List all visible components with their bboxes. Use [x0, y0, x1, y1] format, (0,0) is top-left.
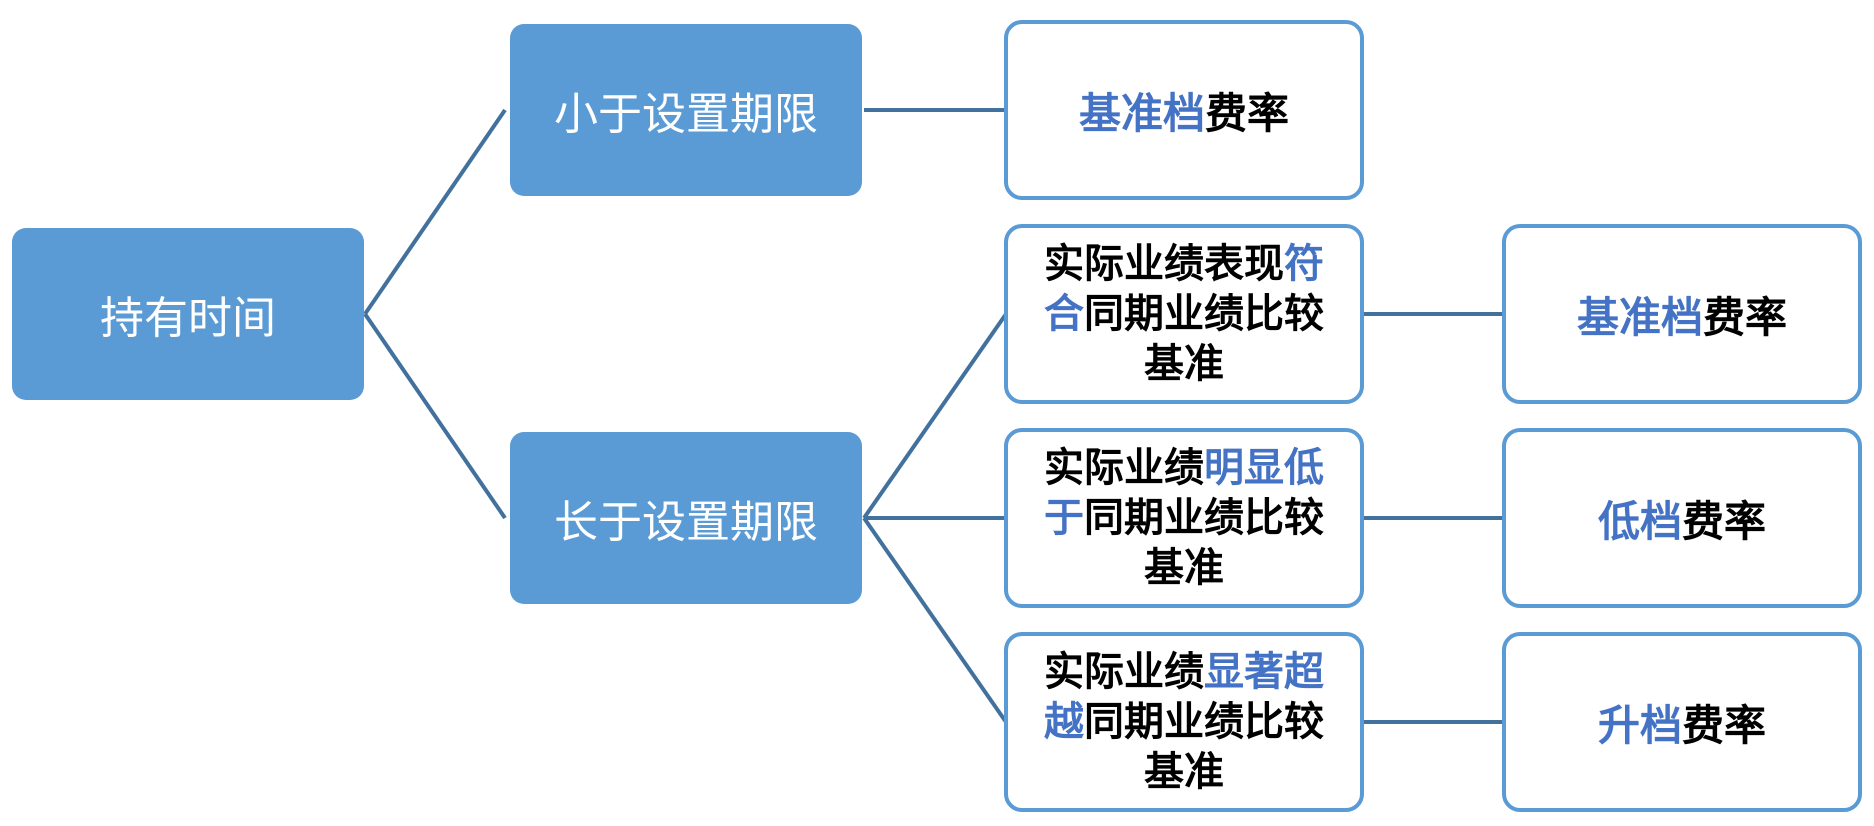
condition-text: 基准: [1144, 545, 1224, 591]
longer-than-period-label: 长于设置期限: [554, 497, 818, 548]
condition-highlight: 于: [1044, 495, 1084, 541]
condition-text: 实际业绩: [1044, 445, 1204, 491]
condition-highlight: 越: [1044, 699, 1084, 745]
condition-text: 基准: [1144, 749, 1224, 795]
rate-suffix: 费率: [1205, 88, 1290, 138]
condition-text: 同期业绩比较: [1084, 291, 1324, 337]
condition-highlight: 明显低: [1204, 445, 1324, 491]
rate-suffix: 费率: [1703, 292, 1788, 342]
connector-long-to-meet: [862, 312, 1008, 520]
condition-below-benchmark: 实际业绩明显低 于同期业绩比较 基准: [1004, 428, 1364, 608]
longer-than-period-node: 长于设置期限: [510, 432, 862, 604]
condition-text: 基准: [1144, 341, 1224, 387]
condition-text: 同期业绩比较: [1084, 495, 1324, 541]
condition-exceeds-benchmark: 实际业绩显著超 越同期业绩比较 基准: [1004, 632, 1364, 812]
upgrade-rate-result: 升档费率: [1502, 632, 1862, 812]
condition-text: 同期业绩比较: [1084, 699, 1324, 745]
condition-meets-benchmark: 实际业绩表现符 合同期业绩比较 基准: [1004, 224, 1364, 404]
connector-root-to-short: [363, 108, 507, 316]
rate-suffix: 费率: [1682, 700, 1767, 750]
condition-highlight: 合: [1044, 291, 1084, 337]
rate-highlight: 基准档: [1078, 88, 1205, 138]
condition-text: 实际业绩: [1044, 649, 1204, 695]
benchmark-rate-result-short: 基准档费率: [1004, 20, 1364, 200]
rate-highlight: 升档: [1597, 700, 1682, 750]
rate-highlight: 低档: [1597, 496, 1682, 546]
condition-highlight: 显著超: [1204, 649, 1324, 695]
benchmark-rate-result: 基准档费率: [1502, 224, 1862, 404]
shorter-than-period-node: 小于设置期限: [510, 24, 862, 196]
low-rate-result: 低档费率: [1502, 428, 1862, 608]
shorter-than-period-label: 小于设置期限: [554, 89, 818, 140]
holding-time-node: 持有时间: [12, 228, 364, 400]
condition-text: 实际业绩表现: [1044, 241, 1284, 287]
rate-highlight: 基准档: [1576, 292, 1703, 342]
rate-suffix: 费率: [1682, 496, 1767, 546]
connector-long-to-exceed: [862, 516, 1008, 724]
holding-time-label: 持有时间: [100, 293, 276, 344]
connector-root-to-long: [363, 312, 507, 520]
condition-highlight: 符: [1284, 241, 1324, 287]
